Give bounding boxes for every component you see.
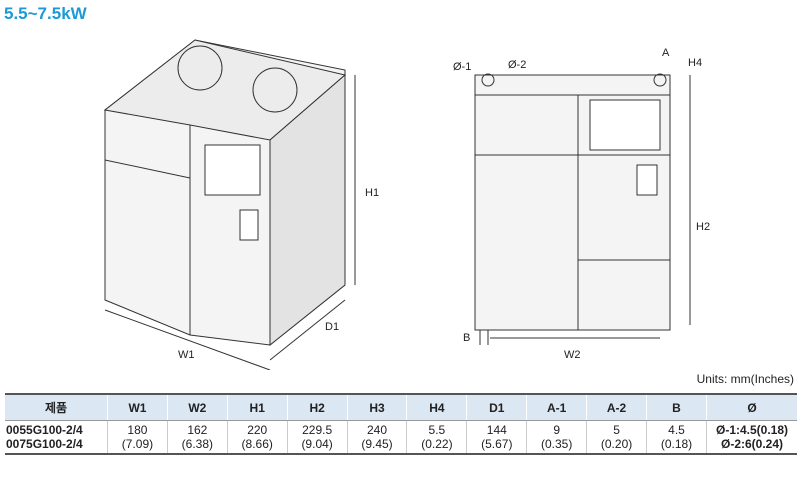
cell-mm: 180 — [127, 423, 148, 437]
header-w1: W1 — [107, 393, 168, 421]
header-h1: H1 — [226, 393, 288, 421]
cell-in: (0.20) — [600, 437, 633, 451]
header-d1: D1 — [466, 393, 527, 421]
cell-mm: 144 — [486, 423, 507, 437]
cell-in: (0.18) — [660, 437, 693, 451]
cell-mm: 4.5 — [668, 423, 685, 437]
units-note: Units: mm(Inches) — [696, 372, 794, 386]
model-name: 0055G100-2/4 — [6, 423, 83, 437]
cell-mm: 162 — [187, 423, 208, 437]
isometric-view — [103, 39, 356, 370]
label-h2: H2 — [696, 221, 710, 233]
label-h4: H4 — [688, 57, 702, 69]
label-w2: W2 — [564, 349, 581, 361]
header-h3: H3 — [346, 393, 407, 421]
header-h2: H2 — [286, 393, 348, 421]
cell-in: (7.09) — [121, 437, 154, 451]
cell-in: (9.04) — [301, 437, 333, 451]
cell-in: (6.38) — [181, 437, 214, 451]
cell-mm: 229.5 — [302, 423, 333, 437]
header-b: B — [646, 393, 707, 421]
header-h4: H4 — [406, 393, 467, 421]
front-view — [474, 73, 691, 345]
label-w1: W1 — [178, 349, 195, 361]
cell-in: (0.35) — [541, 437, 573, 451]
header-product: 제품 — [5, 393, 108, 421]
label-a: A — [662, 47, 670, 59]
cell-in: (5.67) — [481, 437, 513, 451]
header-phi: Ø — [706, 393, 797, 421]
cell-mm: 240 — [366, 423, 388, 437]
label-phi1: Ø-1 — [453, 61, 471, 73]
dimension-drawings: H1 D1 W1 Ø-1 Ø-2 A H4 H2 B W2 — [103, 39, 710, 370]
label-d1: D1 — [325, 321, 339, 333]
table-header-row: 제품 W1 W2 H1 H2 H3 H4 D1 A-1 A-2 B Ø — [5, 393, 797, 421]
label-h1: H1 — [365, 187, 379, 199]
label-b: B — [463, 332, 470, 344]
header-a1: A-1 — [526, 393, 587, 421]
header-w2: W2 — [166, 393, 228, 421]
cell-in: (9.45) — [361, 437, 393, 451]
cell-mm: 5.5 — [428, 423, 446, 437]
cell-phi1: Ø-1:4.5(0.18) — [715, 423, 789, 437]
page-title: 5.5~7.5kW — [4, 4, 87, 23]
header-a2: A-2 — [586, 393, 647, 421]
model-name: 0075G100-2/4 — [6, 437, 83, 451]
dimension-table: 제품 W1 W2 H1 H2 H3 H4 D1 A-1 A-2 B Ø 0055… — [5, 393, 797, 455]
cell-mm: 5 — [613, 423, 620, 437]
label-phi2: Ø-2 — [508, 59, 526, 71]
cell-mm: 9 — [553, 423, 561, 437]
cell-in: (0.22) — [421, 437, 453, 451]
cell-in: (8.66) — [241, 437, 273, 451]
cell-mm: 220 — [247, 423, 268, 437]
cell-phi2: Ø-2:6(0.24) — [720, 437, 784, 451]
